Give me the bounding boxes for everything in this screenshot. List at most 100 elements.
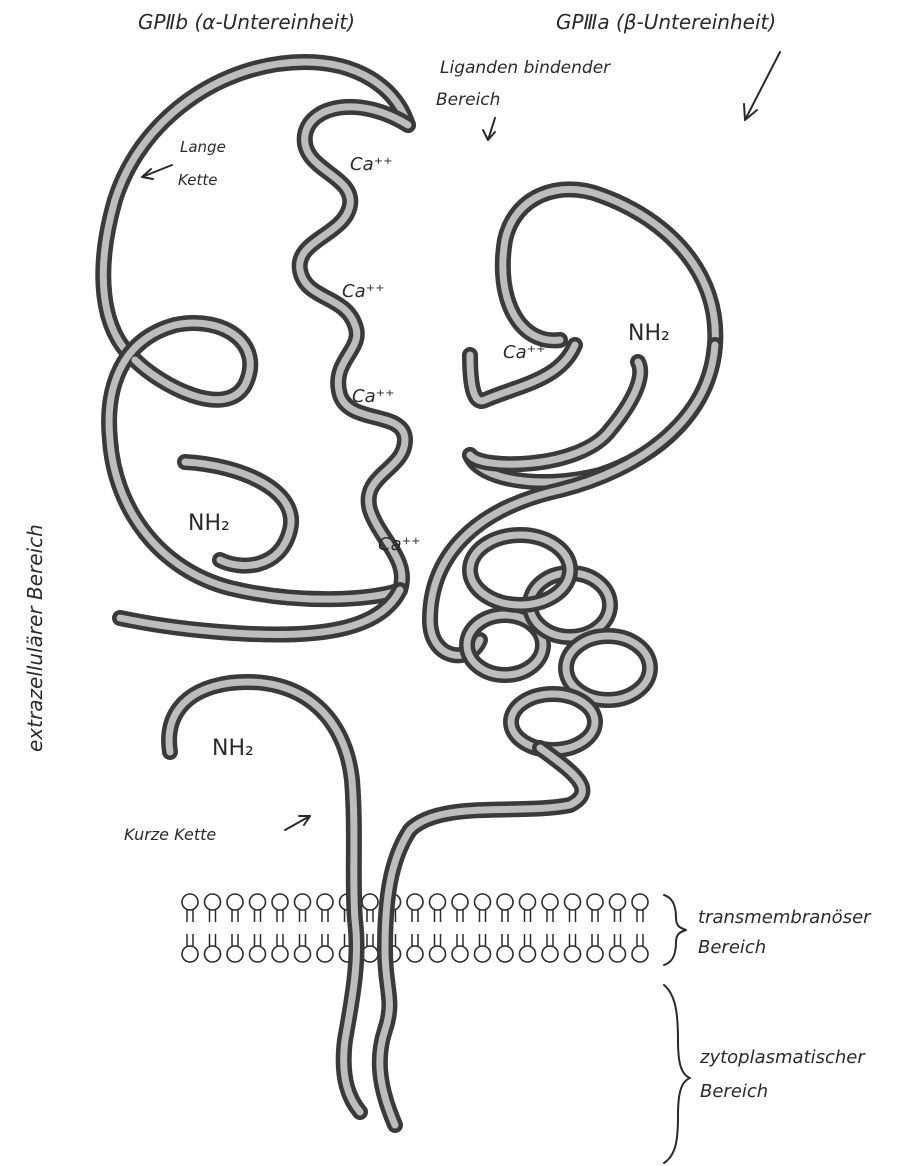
lipid-head-top	[272, 894, 288, 910]
lipid-head-bottom	[250, 946, 266, 962]
lipid-tail-top	[232, 910, 238, 922]
lipid-head-top	[475, 894, 491, 910]
lipid-tail-top	[210, 910, 216, 922]
lipid-tail-top	[300, 910, 306, 922]
lipid-head-top	[542, 894, 558, 910]
annotation-arrows	[142, 52, 780, 1163]
beta-subunit-label: GPⅢa (β-Untereinheit)	[556, 10, 776, 34]
arrow-long-chain	[142, 165, 172, 177]
transmembrane-label-line2: Bereich	[698, 937, 766, 958]
lipid-head-bottom	[632, 946, 648, 962]
lipid-tail-bottom	[187, 934, 193, 946]
lipid-head-bottom	[452, 946, 468, 962]
lipid-tail-top	[457, 910, 463, 922]
lipid-tail-top	[322, 910, 328, 922]
lipid-head-top	[452, 894, 468, 910]
lipid-head-bottom	[272, 946, 288, 962]
lipid-tail-top	[525, 910, 531, 922]
long-chain-label-line1: Lange	[180, 138, 226, 156]
lipid-head-top	[565, 894, 581, 910]
lipid-head-top	[317, 894, 333, 910]
lipid-head-top	[250, 894, 266, 910]
brace-cytoplasmic	[664, 985, 690, 1163]
lipid-tail-bottom	[570, 934, 576, 946]
lipid-head-top	[520, 894, 536, 910]
ligand-region-label-line2: Bereich	[436, 90, 500, 110]
lipid-head-top	[227, 894, 243, 910]
lipid-tail-top	[255, 910, 261, 922]
lipid-head-bottom	[430, 946, 446, 962]
nh2-short-label: NH₂	[212, 736, 254, 761]
lipid-head-bottom	[317, 946, 333, 962]
lipid-head-top	[632, 894, 648, 910]
transmembrane-label-line1: transmembranöser	[698, 907, 872, 928]
lipid-bilayer	[182, 894, 648, 962]
lipid-tail-top	[547, 910, 553, 922]
lipid-tail-top	[570, 910, 576, 922]
lipid-tail-bottom	[615, 934, 621, 946]
lipid-head-bottom	[475, 946, 491, 962]
lipid-head-top	[430, 894, 446, 910]
long-chain-label-line2: Kette	[178, 171, 218, 189]
lipid-tail-top	[187, 910, 193, 922]
lipid-tail-top	[277, 910, 283, 922]
lipid-head-bottom	[497, 946, 513, 962]
lipid-head-bottom	[182, 946, 198, 962]
lipid-head-bottom	[205, 946, 221, 962]
calcium-label-5: Ca⁺⁺	[503, 342, 546, 363]
lipid-head-bottom	[610, 946, 626, 962]
lipid-tail-top	[637, 910, 643, 922]
lipid-head-top	[295, 894, 311, 910]
calcium-label-3: Ca⁺⁺	[352, 386, 395, 407]
lipid-tail-bottom	[277, 934, 283, 946]
calcium-label-1: Ca⁺⁺	[350, 154, 393, 175]
lipid-head-top	[587, 894, 603, 910]
lipid-tail-bottom	[322, 934, 328, 946]
lipid-head-top	[610, 894, 626, 910]
lipid-tail-bottom	[210, 934, 216, 946]
lipid-tail-bottom	[412, 934, 418, 946]
lipid-tail-top	[480, 910, 486, 922]
lipid-tail-bottom	[232, 934, 238, 946]
calcium-label-4: Ca⁺⁺	[378, 534, 421, 555]
lipid-head-top	[497, 894, 513, 910]
lipid-tail-top	[615, 910, 621, 922]
brace-transmembrane	[664, 895, 686, 965]
nh2-alpha-label: NH₂	[188, 511, 230, 536]
lipid-tail-bottom	[502, 934, 508, 946]
lipid-head-top	[205, 894, 221, 910]
lipid-tail-bottom	[592, 934, 598, 946]
long-chain-ribbon	[103, 62, 408, 635]
lipid-tail-top	[435, 910, 441, 922]
lipid-tail-bottom	[367, 934, 373, 946]
calcium-label-2: Ca⁺⁺	[342, 281, 385, 302]
cytoplasmic-label-line1: zytoplasmatischer	[699, 1047, 866, 1068]
lipid-tail-bottom	[255, 934, 261, 946]
alpha-subunit-label: GPⅡb (α-Untereinheit)	[138, 10, 355, 34]
cytoplasmic-label-line2: Bereich	[700, 1081, 768, 1102]
lipid-head-bottom	[520, 946, 536, 962]
lipid-tail-top	[592, 910, 598, 922]
short-chain-label: Kurze Kette	[124, 825, 216, 844]
nh2-beta-label: NH₂	[628, 321, 670, 346]
arrow-beta-subunit	[745, 52, 780, 120]
lipid-tail-bottom	[480, 934, 486, 946]
lipid-tail-top	[367, 910, 373, 922]
lipid-head-bottom	[587, 946, 603, 962]
lipid-tail-bottom	[457, 934, 463, 946]
lipid-head-bottom	[407, 946, 423, 962]
lipid-head-top	[182, 894, 198, 910]
lipid-head-bottom	[542, 946, 558, 962]
extracellular-label: extrazellulärer Bereich	[23, 524, 47, 752]
lipid-tail-bottom	[435, 934, 441, 946]
lipid-tail-bottom	[637, 934, 643, 946]
lipid-tail-bottom	[547, 934, 553, 946]
lipid-tail-top	[412, 910, 418, 922]
lipid-head-top	[407, 894, 423, 910]
lipid-head-bottom	[565, 946, 581, 962]
protein-ribbons	[103, 62, 715, 1125]
lipid-tail-top	[502, 910, 508, 922]
lipid-tail-bottom	[300, 934, 306, 946]
